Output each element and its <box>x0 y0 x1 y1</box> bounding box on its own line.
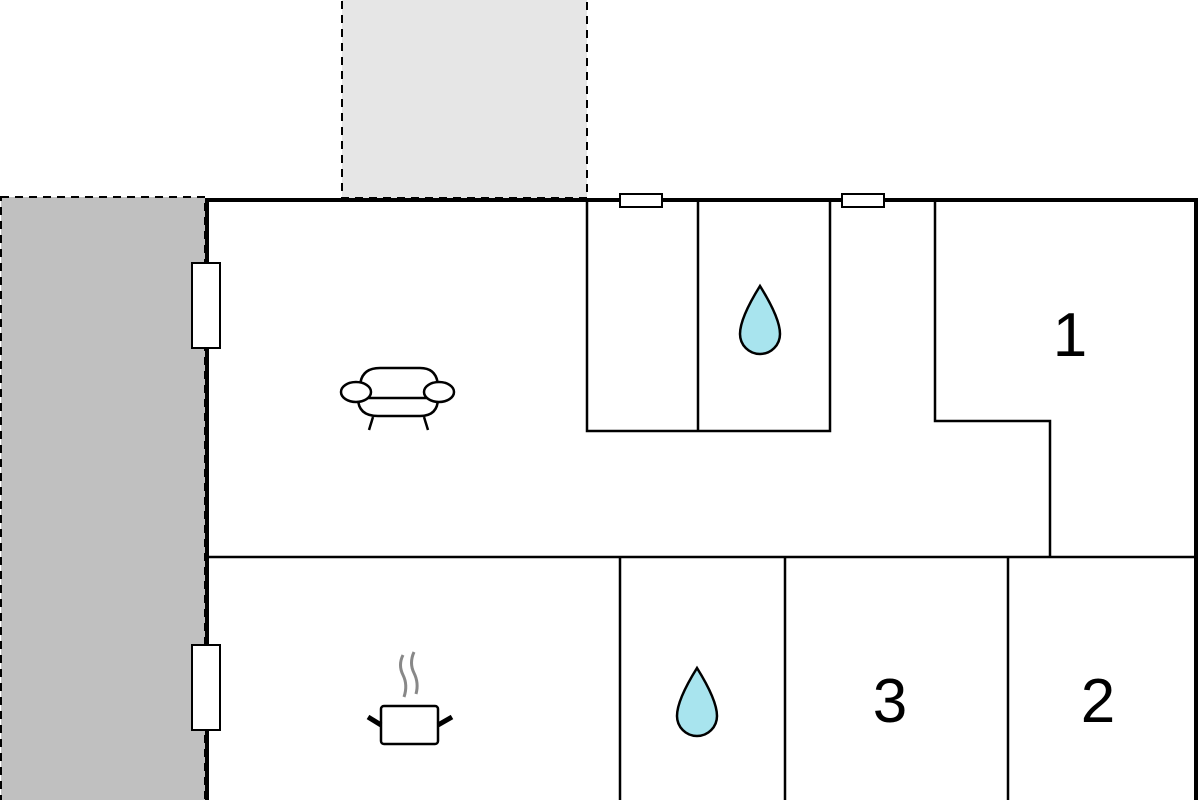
window-left-2 <box>191 644 221 731</box>
window-left-1 <box>191 262 221 349</box>
windows <box>191 193 885 731</box>
water-drop-icon <box>738 283 782 356</box>
room-number-3: 3 <box>873 667 907 736</box>
window-top-2 <box>841 193 885 208</box>
window-top-1 <box>619 193 663 208</box>
sofa-icon <box>339 366 456 431</box>
water-drop-icon <box>675 665 719 738</box>
room-number-2: 2 <box>1081 667 1115 736</box>
balcony-area <box>341 0 588 199</box>
terrace-area <box>0 196 206 800</box>
inner-walls <box>207 200 1196 800</box>
room-number-1: 1 <box>1053 301 1087 370</box>
cooking-pot-icon <box>366 651 454 746</box>
